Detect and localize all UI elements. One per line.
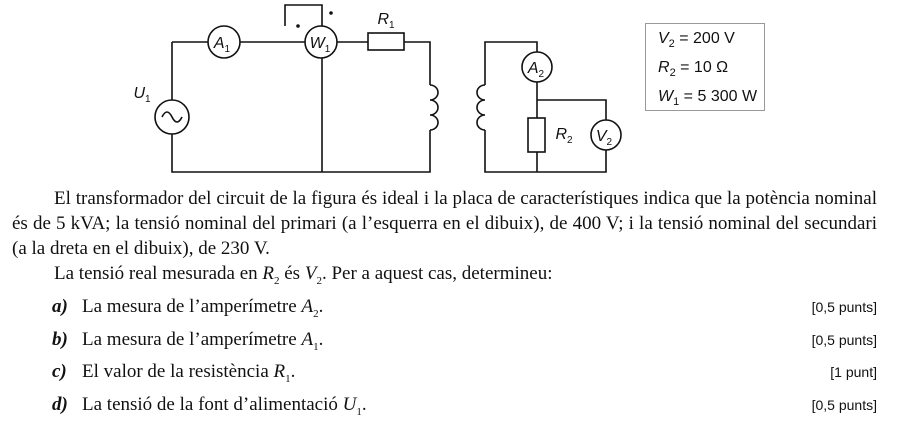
primary-wire — [171, 41, 431, 173]
label-r1: R1 — [377, 11, 395, 31]
label-r2: R2 — [555, 126, 573, 146]
given-line: W1 = 5 300 W — [658, 88, 758, 109]
voltmeter-v2-circle — [590, 119, 622, 151]
label-u1: U1 — [133, 85, 151, 105]
resistor-r2 — [527, 117, 546, 153]
wattmeter-w1-circle — [304, 25, 338, 59]
wattmeter-coil-box — [284, 4, 323, 26]
problem-intro: El transformador del circuit de la figur… — [12, 188, 877, 259]
given-line: R2 = 10 Ω — [658, 59, 729, 80]
question-b: b) La mesura de l’amperímetre A1. [0,5 p… — [52, 328, 877, 353]
polarity-dot-2 — [329, 11, 333, 15]
label-w1: W1 — [310, 35, 331, 55]
problem-task: La tensió real mesurada en R2 és V2. Per… — [54, 263, 553, 287]
ac-symbol-icon — [161, 111, 183, 123]
primary-coil — [429, 84, 439, 131]
question-a: a) La mesura de l’amperímetre A2. [0,5 p… — [52, 295, 877, 320]
label-v2: V2 — [596, 128, 613, 148]
points-b: [0,5 punts] — [811, 331, 877, 348]
secondary-wire — [484, 41, 607, 173]
points-a: [0,5 punts] — [811, 298, 877, 315]
points-d: [0,5 punts] — [811, 397, 877, 414]
secondary-coil — [476, 84, 486, 131]
ammeter-a1-circle — [207, 25, 241, 59]
question-c: c) El valor de la resistència R1. [1 pun… — [52, 361, 877, 386]
circuit-diagram: A1 W1 R1 U1 A2 R2 V2 — [133, 4, 622, 173]
label-a2: A2 — [527, 60, 545, 80]
problem-text: El transformador del circuit de la figur… — [12, 186, 877, 425]
resistor-r1 — [367, 32, 405, 51]
label-a1: A1 — [213, 35, 231, 55]
given-line: V2 = 200 V — [658, 30, 735, 51]
question-d: d) La tensió de la font d’alimentació U1… — [52, 394, 877, 418]
ammeter-a2-circle — [521, 51, 553, 83]
points-c: [1 punt] — [830, 364, 877, 381]
polarity-dot-1 — [296, 24, 300, 28]
given-values-box: V2 = 200 V R2 = 10 Ω W1 = 5 300 W — [645, 23, 765, 111]
